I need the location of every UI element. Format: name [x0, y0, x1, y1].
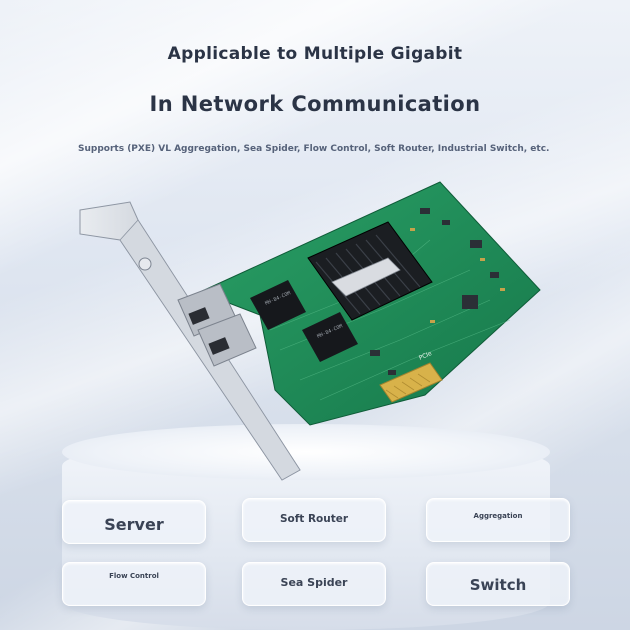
network-card-image: MH-84-COM MH-84-COM PCIe: [79, 181, 541, 481]
application-aggregation: Aggregation: [426, 498, 570, 542]
subtitle: Supports (PXE) VL Aggregation, Sea Spide…: [78, 144, 550, 154]
application-server: Server: [62, 500, 206, 544]
pcie-label: PCIe: [418, 350, 433, 362]
application-sea-spider: Sea Spider: [242, 562, 386, 606]
application-switch: Switch: [426, 562, 570, 606]
application-soft-router: Soft Router: [242, 498, 386, 542]
headline-line-2: In Network Communication: [149, 92, 481, 116]
pcie-gold-fingers: PCIe: [379, 350, 443, 403]
headline-line-1: Applicable to Multiple Gigabit: [167, 44, 463, 64]
heatsink: [307, 221, 433, 321]
magnetics-chips: MH-84-COM MH-84-COM: [250, 280, 358, 362]
rj45-ports: [177, 283, 257, 367]
display-pedestal-top: [62, 424, 550, 480]
application-flow-control: Flow Control: [62, 562, 206, 606]
